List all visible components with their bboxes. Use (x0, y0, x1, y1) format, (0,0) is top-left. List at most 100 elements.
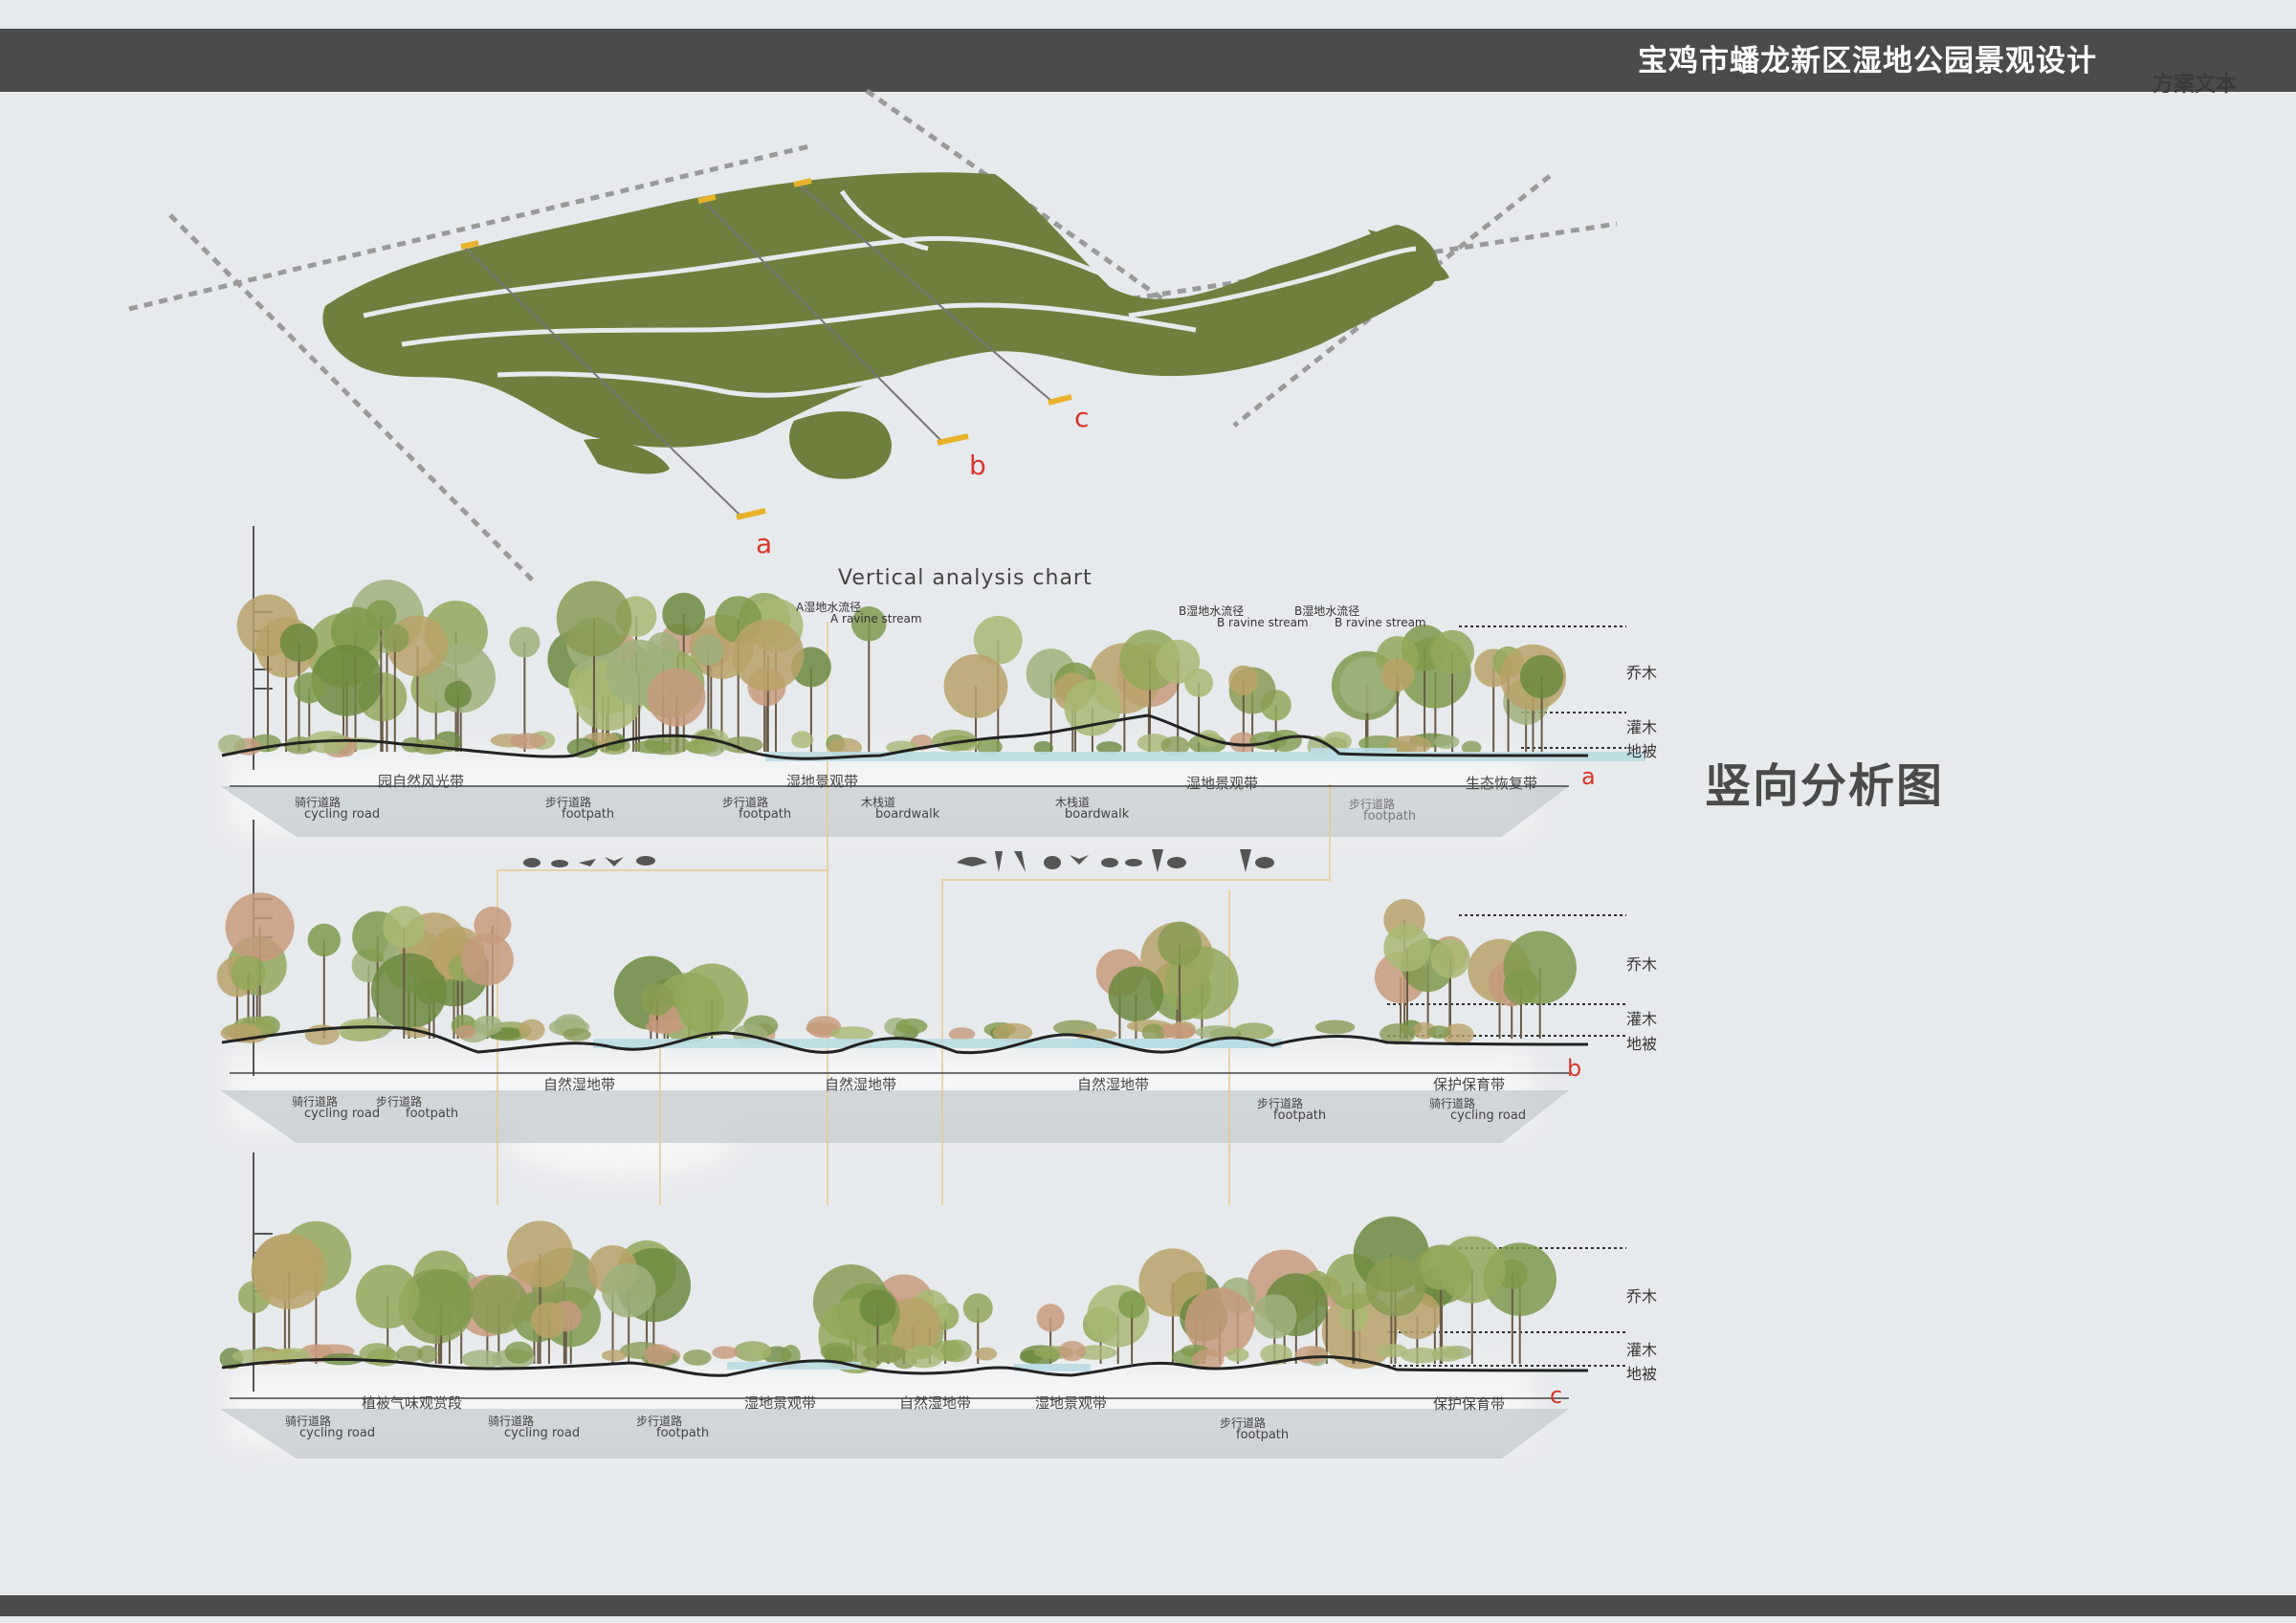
shrub (217, 734, 246, 756)
shrub (682, 1349, 712, 1366)
path-label-en: boardwalk (1065, 807, 1130, 822)
shrub (1427, 1025, 1450, 1040)
layer-ground-c: 地被 (1626, 1365, 1658, 1383)
shrub (1161, 1022, 1196, 1040)
plan-channels (363, 189, 1417, 398)
tree-canopy (225, 892, 295, 962)
path-label-en: boardwalk (875, 807, 940, 822)
shrub (1095, 741, 1122, 755)
tree-canopy (973, 615, 1023, 665)
path-label-cn: 骑行道路 (285, 1415, 332, 1428)
path-label-cn: 步行道路 (722, 796, 769, 809)
tree-canopy (1184, 1287, 1255, 1357)
shrub (1195, 1025, 1239, 1040)
tree-canopy (279, 624, 319, 662)
stream-label-3-en: B ravine stream (1335, 616, 1426, 629)
path-label-en: footpath (1363, 809, 1417, 823)
water-body (1071, 1039, 1263, 1048)
path-label-en: footpath (1273, 1108, 1327, 1123)
shrub (1160, 735, 1190, 757)
zone-label: 园自然风光带 (378, 773, 465, 790)
path-label-cn: 步行道路 (1220, 1416, 1267, 1430)
shrub (1233, 1022, 1274, 1040)
zone-label: 湿地景观带 (744, 1394, 817, 1412)
tree-canopy (850, 606, 887, 642)
zone-label: 植被气味观赏段 (362, 1394, 463, 1412)
tree-canopy (370, 953, 448, 1029)
shrub (1249, 731, 1288, 751)
section-a-marker: a (1581, 763, 1596, 790)
terrain-line (221, 1025, 1589, 1055)
header-bar (0, 29, 2296, 92)
zone-label: 保护保育带 (1433, 1076, 1506, 1093)
section-a (217, 580, 1645, 787)
layer-shrub-b: 灌木 (1626, 1010, 1658, 1028)
shrub (519, 1019, 545, 1042)
plan-section-lines (463, 184, 1053, 517)
shrub (975, 1347, 998, 1361)
shrub (904, 1345, 944, 1369)
path-label-en: cycling road (504, 1426, 581, 1440)
path-label-en: footpath (656, 1426, 710, 1440)
tree-canopy (1365, 1257, 1425, 1317)
shrub (232, 1349, 278, 1364)
path-label-en: footpath (739, 807, 792, 822)
tree-canopy (1430, 629, 1475, 674)
section-b (216, 892, 1589, 1074)
shrub (1141, 1023, 1165, 1042)
tree-canopy (469, 1274, 529, 1334)
tree-canopy (231, 954, 266, 991)
path-label-en: footpath (406, 1107, 459, 1121)
tree-canopy (1228, 665, 1259, 695)
water-body (727, 1362, 861, 1370)
path-label-cn: 骑行道路 (1429, 1097, 1476, 1110)
path-label-cn: 骑行道路 (488, 1415, 535, 1428)
plan-marker-a: a (756, 528, 773, 559)
plan-section-ticks (460, 178, 1072, 520)
path-label-cn: 步行道路 (376, 1095, 423, 1108)
layer-ground-b: 地被 (1626, 1035, 1658, 1053)
path-label-cn: 步行道路 (1349, 798, 1396, 811)
shrub (644, 1344, 673, 1365)
path-label-cn: 步行道路 (545, 796, 592, 809)
path-label-cn: 木栈道 (1055, 796, 1091, 809)
zone-label: 保护保育带 (1433, 1395, 1506, 1413)
zone-label: 自然湿地带 (825, 1076, 897, 1093)
section-c-marker: c (1550, 1382, 1563, 1409)
zone-label: 湿地景观带 (1186, 775, 1259, 792)
tree-canopy (365, 600, 397, 631)
shrub (633, 739, 672, 755)
water-body (593, 1039, 1282, 1048)
terrain-line (221, 1355, 1589, 1377)
section-b-marker: b (1567, 1055, 1582, 1082)
tree-canopy (943, 654, 1008, 718)
zone-label: 生态恢复带 (1466, 775, 1538, 792)
stream-label-3-cn: B湿地水流径 (1294, 604, 1360, 618)
shrub (976, 737, 1003, 756)
shrub (1388, 735, 1432, 755)
layer-tree-a: 乔木 (1626, 664, 1658, 682)
path-label-en: cycling road (1450, 1108, 1527, 1123)
path-label-en: cycling road (304, 1107, 381, 1121)
shrub (863, 1344, 906, 1363)
path-label-cn: 步行道路 (636, 1415, 683, 1428)
path-label-cn: 木栈道 (861, 796, 896, 809)
zone-label: 自然湿地带 (543, 1076, 616, 1093)
shrub (1461, 740, 1482, 756)
stream-label-1-en: A ravine stream (830, 612, 922, 625)
shrub (510, 733, 546, 750)
tree-canopy (307, 923, 342, 957)
stream-label-2-cn: B湿地水流径 (1179, 604, 1245, 618)
board-title: 宝鸡市蟠龙新区湿地公园景观设计 (1638, 44, 2097, 78)
layer-ground-a: 地被 (1626, 742, 1658, 760)
shrub (932, 729, 978, 752)
tree-canopy (601, 1262, 656, 1318)
tree-canopy (251, 1233, 327, 1310)
shrub (1058, 1340, 1087, 1362)
shrub (1442, 1023, 1474, 1046)
tree-canopy (1108, 966, 1164, 1022)
water-body (765, 752, 1645, 761)
tree-canopy (408, 1269, 475, 1336)
shrub (1380, 1023, 1416, 1045)
